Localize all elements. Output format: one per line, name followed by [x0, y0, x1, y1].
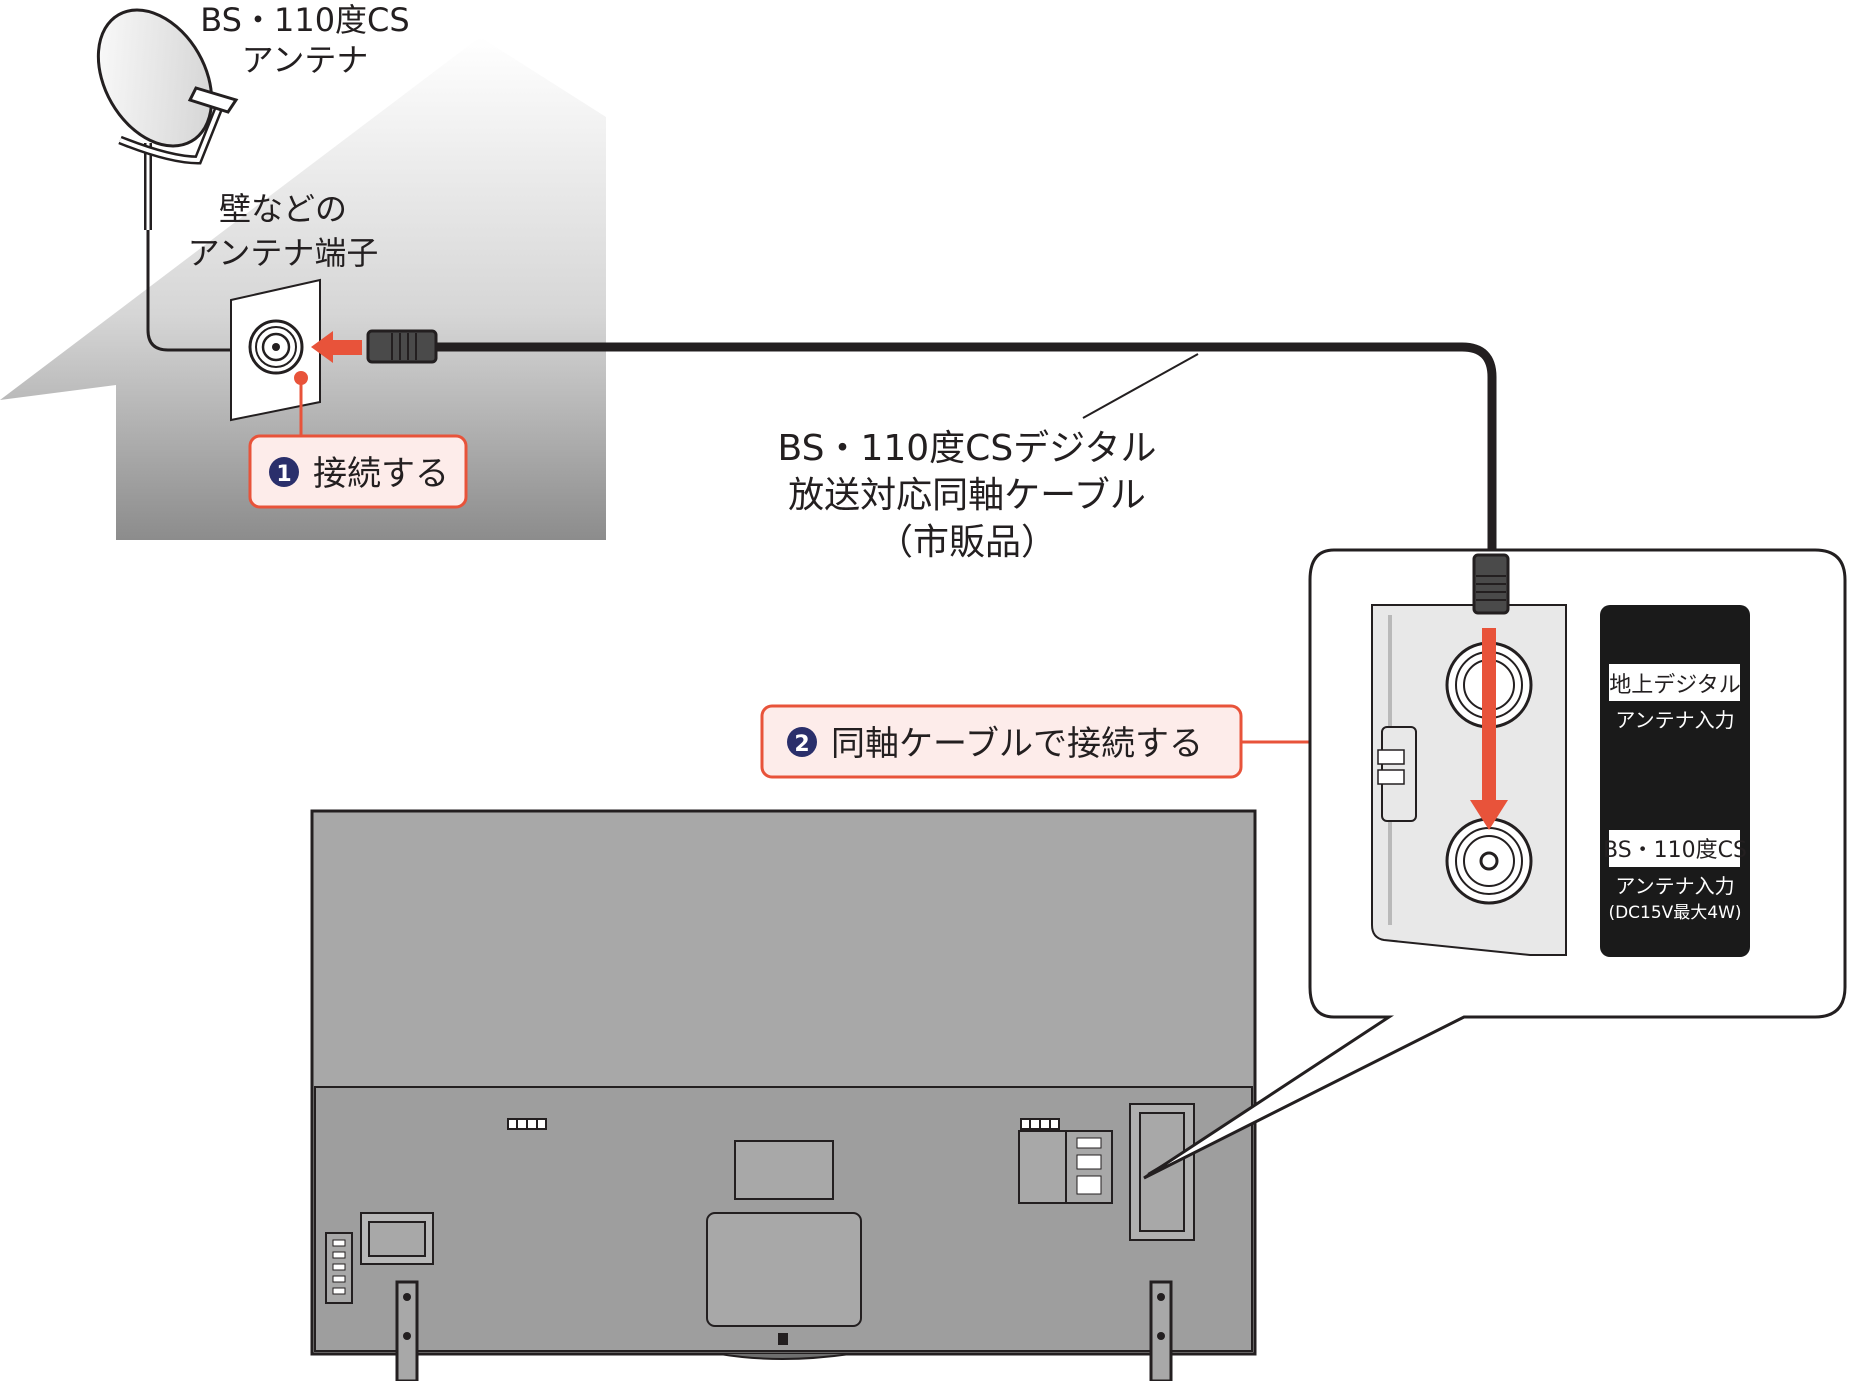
- step1-badge: [269, 457, 299, 487]
- bs-sub-line2: (DC15V最大4W): [1608, 903, 1741, 923]
- cable-connector-wall-end: [366, 329, 438, 364]
- wall-terminal-label-line2: アンテナ端子: [188, 234, 379, 272]
- step2-number: 2: [794, 732, 809, 757]
- cable-label-leader: [1082, 353, 1199, 419]
- step1-callout: 1 接続する: [248, 434, 468, 509]
- step2-badge: [787, 727, 817, 757]
- cable-connector-tv-end: [1472, 553, 1510, 615]
- step1-number: 1: [276, 462, 291, 487]
- wall-terminal-label-line1: 壁などの: [219, 190, 347, 228]
- bs-sub-line1: アンテナ入力: [1615, 874, 1734, 898]
- antenna-label-line2: アンテナ: [242, 41, 369, 79]
- bs-tag: BS・110度CS: [1603, 838, 1747, 863]
- coaxial-cable: [434, 342, 1497, 555]
- terminal-label-panel: 地上デジタル アンテナ入力 BS・110度CS アンテナ入力 (DC15V最大4…: [1600, 605, 1750, 957]
- tv-rear: [310, 809, 1257, 1381]
- bs-tag-box: [1609, 830, 1740, 867]
- bs-cs-antenna-jack: [1445, 817, 1533, 905]
- terrestrial-sub: アンテナ入力: [1615, 708, 1734, 732]
- cable-label-line1: BS・110度CSデジタル: [778, 428, 1157, 469]
- insert-arrow-down-icon: [1470, 628, 1508, 830]
- step2-callout: 2 同軸ケーブルで接続する: [760, 704, 1243, 779]
- satellite-dish-icon: [96, 8, 239, 230]
- cable-label-line3: （市販品）: [877, 522, 1057, 563]
- step2-text: 同軸ケーブルで接続する: [831, 724, 1203, 764]
- step1-text: 接続する: [313, 454, 449, 494]
- wall-antenna-terminal: [230, 278, 321, 422]
- cable-label-line2: 放送対応同軸ケーブル: [788, 475, 1146, 516]
- insert-arrow-left-icon: [311, 331, 362, 363]
- terrestrial-tag-box: [1609, 664, 1740, 701]
- antenna-label-line1: BS・110度CS: [200, 1, 409, 39]
- terrestrial-tag: 地上デジタル: [1609, 673, 1741, 698]
- antenna-wire: [146, 230, 232, 352]
